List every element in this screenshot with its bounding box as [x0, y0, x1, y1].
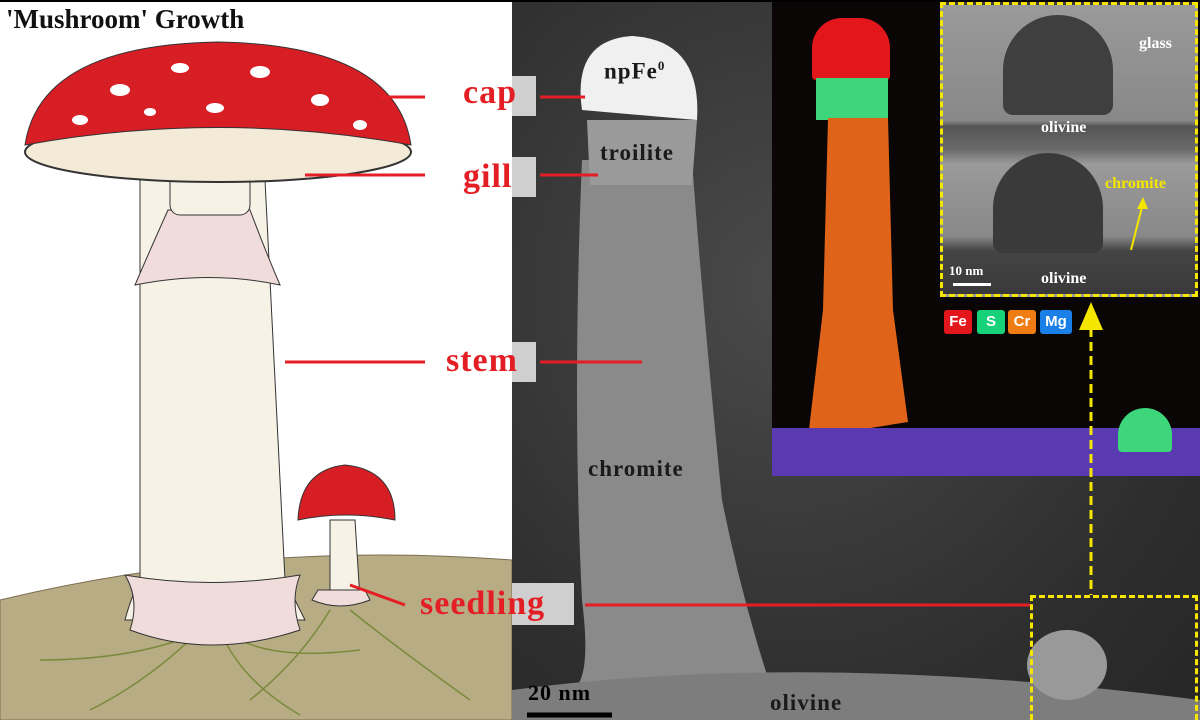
label-bg	[512, 157, 536, 197]
olivine-top-label: olivine	[1041, 119, 1087, 136]
seedling-zoom-box	[1030, 595, 1198, 720]
top-border	[0, 0, 1200, 2]
chromite-inset-label: chromite	[1105, 175, 1167, 192]
hrtem-inset: glass olivine olivine chromite 10 nm	[940, 2, 1198, 297]
stem-label: stem	[446, 342, 518, 379]
chromite-label: chromite	[588, 456, 684, 481]
scale-bar-label: 20 nm	[528, 680, 592, 705]
npfe-label: npFe0	[604, 58, 666, 84]
figure-title: 'Mushroom' Growth	[6, 4, 245, 34]
cap-label: cap	[463, 74, 517, 111]
legend-fe: Fe	[944, 310, 972, 334]
glass-label: glass	[1139, 35, 1172, 52]
label-bg	[512, 342, 536, 382]
tem-structure	[512, 36, 1200, 720]
olivine-label: olivine	[770, 690, 843, 715]
legend-s: S	[977, 310, 1005, 334]
legend-mg: Mg	[1040, 310, 1072, 334]
inset-scale-label: 10 nm	[949, 263, 984, 278]
pointer-arrows	[540, 95, 1030, 607]
troilite-label: troilite	[600, 140, 674, 165]
mushroom-drawing	[0, 41, 513, 721]
olivine-bottom-label: olivine	[1041, 270, 1087, 287]
mushroom-illustration-panel	[0, 0, 513, 721]
gill-label: gill	[463, 158, 513, 195]
zoom-arrow-icon	[1079, 302, 1103, 595]
legend-cr: Cr	[1008, 310, 1036, 334]
chromite-arrow-icon	[1130, 197, 1148, 251]
label-bg	[512, 583, 574, 625]
label-bg	[512, 76, 536, 116]
seedling-label: seedling	[420, 585, 546, 622]
inset-scale-bar	[953, 283, 991, 286]
